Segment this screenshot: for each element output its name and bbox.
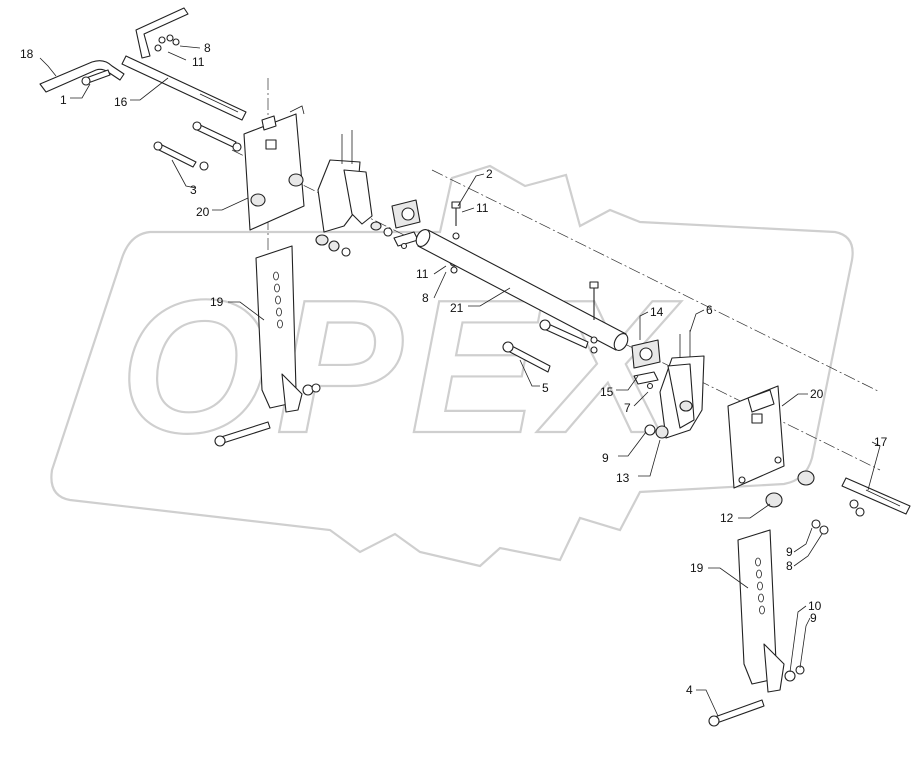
right-strap-holes [755,557,765,615]
callout-20-right: 20 [810,387,824,401]
part-16-flat-bar [121,55,247,121]
part-19-left-strap [214,245,321,447]
callout-11-mid: 11 [476,201,489,215]
part-20-right-plate [727,385,785,489]
part-19-right-strap [708,529,805,727]
part-21-tube [415,229,629,351]
callout-5: 5 [542,381,549,395]
watermark-text: OPEX [120,261,682,473]
callout-11-low: 11 [416,267,429,281]
callout-21: 21 [450,301,464,315]
tube-axis [431,169,881,393]
callout-8-right: 8 [786,559,793,573]
callout-3: 3 [190,183,197,197]
callout-9-right: 9 [786,545,793,559]
callout-4: 4 [686,683,693,697]
part-14-right-clamp [631,339,661,390]
opex-watermark: OPEX [50,164,854,568]
part-17-flat-bar [841,477,911,515]
part-3-bolt [153,141,209,171]
callout-13: 13 [616,471,630,485]
callout-15: 15 [600,385,614,399]
callout-9-low: 9 [810,611,817,625]
callout-labels: 18 1 16 8 11 3 20 2 11 11 8 21 19 5 14 1… [20,41,888,697]
callout-2: 2 [486,167,493,181]
callout-20-left: 20 [196,205,210,219]
callout-19-left: 19 [210,295,224,309]
part-18-handle [39,60,125,93]
left-u-bracket [315,130,382,257]
callout-14: 14 [650,305,664,319]
callout-1: 1 [60,93,67,107]
callout-11-top: 11 [192,55,205,69]
left-clamp-block [383,199,421,250]
right-bolts [502,281,599,373]
leader-lines [39,45,881,717]
watermark-gear-outline [50,164,854,568]
upper-bolt [192,121,242,152]
part-2-small-bolt [451,201,461,240]
callout-10: 10 [808,599,822,613]
callout-19-right: 19 [690,561,704,575]
part-1-bolt [81,69,111,86]
callout-6: 6 [706,303,713,317]
callout-12: 12 [720,511,734,525]
left-strap-holes [273,271,283,329]
callout-18: 18 [20,47,34,61]
callout-8-mid: 8 [422,291,429,305]
part-6-right-u-bracket [644,330,705,439]
part-12-spacers [765,470,865,535]
callout-8-top: 8 [204,41,211,55]
callout-9-mid: 9 [602,451,609,465]
part-20-left-plate [243,105,305,231]
callout-7: 7 [624,401,631,415]
callout-17: 17 [874,435,888,449]
callout-16: 16 [114,95,128,109]
upper-hook-bracket [135,7,189,59]
